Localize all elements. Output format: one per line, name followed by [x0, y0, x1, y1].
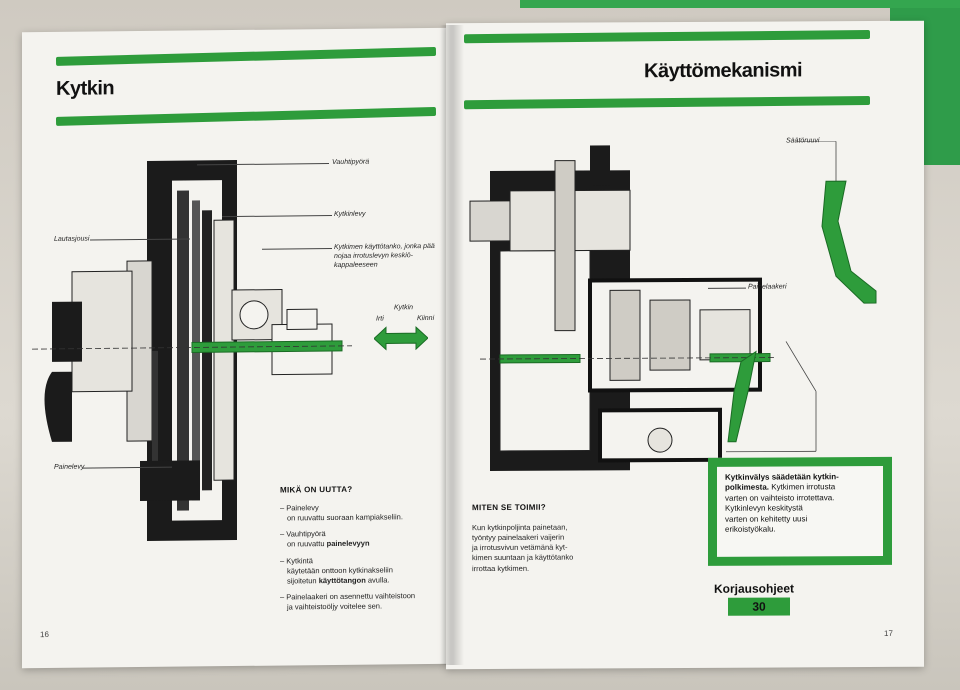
top-green-bar-right: [463, 29, 871, 44]
body-paragraph: Kun kytkinpoljinta painetaan, työntyy pa…: [472, 522, 642, 574]
bullet-2-bold: painelevyyn: [326, 538, 370, 549]
top-green-bar: [55, 46, 437, 66]
brand-korjausohjeet: Korjausohjeet: [714, 581, 795, 596]
book-gutter: [440, 25, 464, 665]
issue-number-badge: 30: [728, 597, 790, 616]
info-line-5: varten on kehitetty uusi: [725, 513, 808, 524]
leader-painelaakeri: [708, 287, 746, 289]
info-line-3: varten on vaihteisto irrotettava.: [725, 492, 835, 503]
clutch-diagram: [32, 160, 352, 541]
title-underline-bar-right: [463, 95, 871, 110]
label-kayttotanko: Kytkimen käyttötanko, jonka pää nojaa ir…: [334, 242, 435, 270]
bullet-painelaakeri: – Painelaakeri on asennettu vaihteistoon…: [280, 591, 445, 613]
page-number-left: 16: [40, 629, 49, 640]
page-title-right: Käyttömekanismi: [644, 59, 803, 83]
label-kytkinlevy: Kytkinlevy: [334, 210, 366, 218]
label-lautasjousi: Lautasjousi: [54, 235, 90, 243]
bullet-3-text3: avulla.: [365, 575, 390, 585]
arrow-left-label: Irti: [376, 315, 384, 323]
body-line-5: irrottaa kytkimen.: [472, 563, 530, 573]
section-title-mika: MIKÄ ON UUTTA?: [280, 484, 353, 495]
arrow-right-label: Kiinni: [417, 314, 435, 323]
bullet-4-text: ja vaihteistoöljy voitelee sen.: [287, 601, 383, 612]
page-title: Kytkin: [56, 77, 115, 100]
right-page: Käyttömekanismi Säätöruuvi Painelaakeri …: [446, 20, 924, 670]
clutch-pedal-diagram: [726, 140, 877, 453]
bullet-list: – Painelevy on ruuvattu suoraan kampiaks…: [280, 502, 445, 619]
info-line-4: Kytkinlevyn keskitystä: [725, 503, 803, 513]
info-line-6: erikoistyökalu.: [725, 524, 776, 534]
label-painelevy: Painelevy: [54, 463, 85, 471]
info-line-2: Kytkimen irrotusta: [769, 482, 836, 492]
title-underline-bar: [55, 106, 437, 126]
label-painelaakeri: Painelaakeri: [748, 283, 787, 291]
bullet-1-text: on ruuvattu suoraan kampiakseliin.: [287, 512, 403, 523]
info-line-2-bold: polkimesta.: [725, 482, 770, 493]
label-vauhtipyora: Vauhtipyörä: [332, 158, 370, 167]
section-title-miten: MITEN SE TOIMII?: [472, 502, 546, 513]
double-arrow-icon: [374, 325, 428, 351]
info-line-1: Kytkinvälys säädetään kytkin-: [725, 472, 839, 482]
bullet-vauhtipyora: – Vauhtipyörä on ruuvattu painelevyyn: [280, 528, 445, 550]
left-page: Kytkin Vauhtipyörä Kytkinlevy Lautasjous…: [22, 27, 452, 669]
green-folder-edge: [520, 0, 960, 8]
gearbox-diagram: [469, 145, 775, 472]
bullet-2-text: on ruuvattu: [287, 539, 327, 549]
bullet-3-text2: sijoitetun: [287, 575, 319, 586]
bullet-kytkinta: – Kytkintä käytetään onttoon kytkinaksel…: [280, 554, 445, 586]
bullet-painelevy: – Painelevy on ruuvattu suoraan kampiaks…: [280, 502, 445, 524]
info-box: Kytkinvälys säädetään kytkin- polkimesta…: [708, 456, 892, 566]
kayttotanko-line3: kappaleeseen: [334, 261, 378, 270]
page-number-right: 17: [884, 628, 893, 638]
bullet-3-bold: käyttötangon: [318, 575, 366, 585]
arrow-title: Kytkin: [394, 304, 414, 312]
label-saatoruuvi: Säätöruuvi: [786, 137, 820, 145]
